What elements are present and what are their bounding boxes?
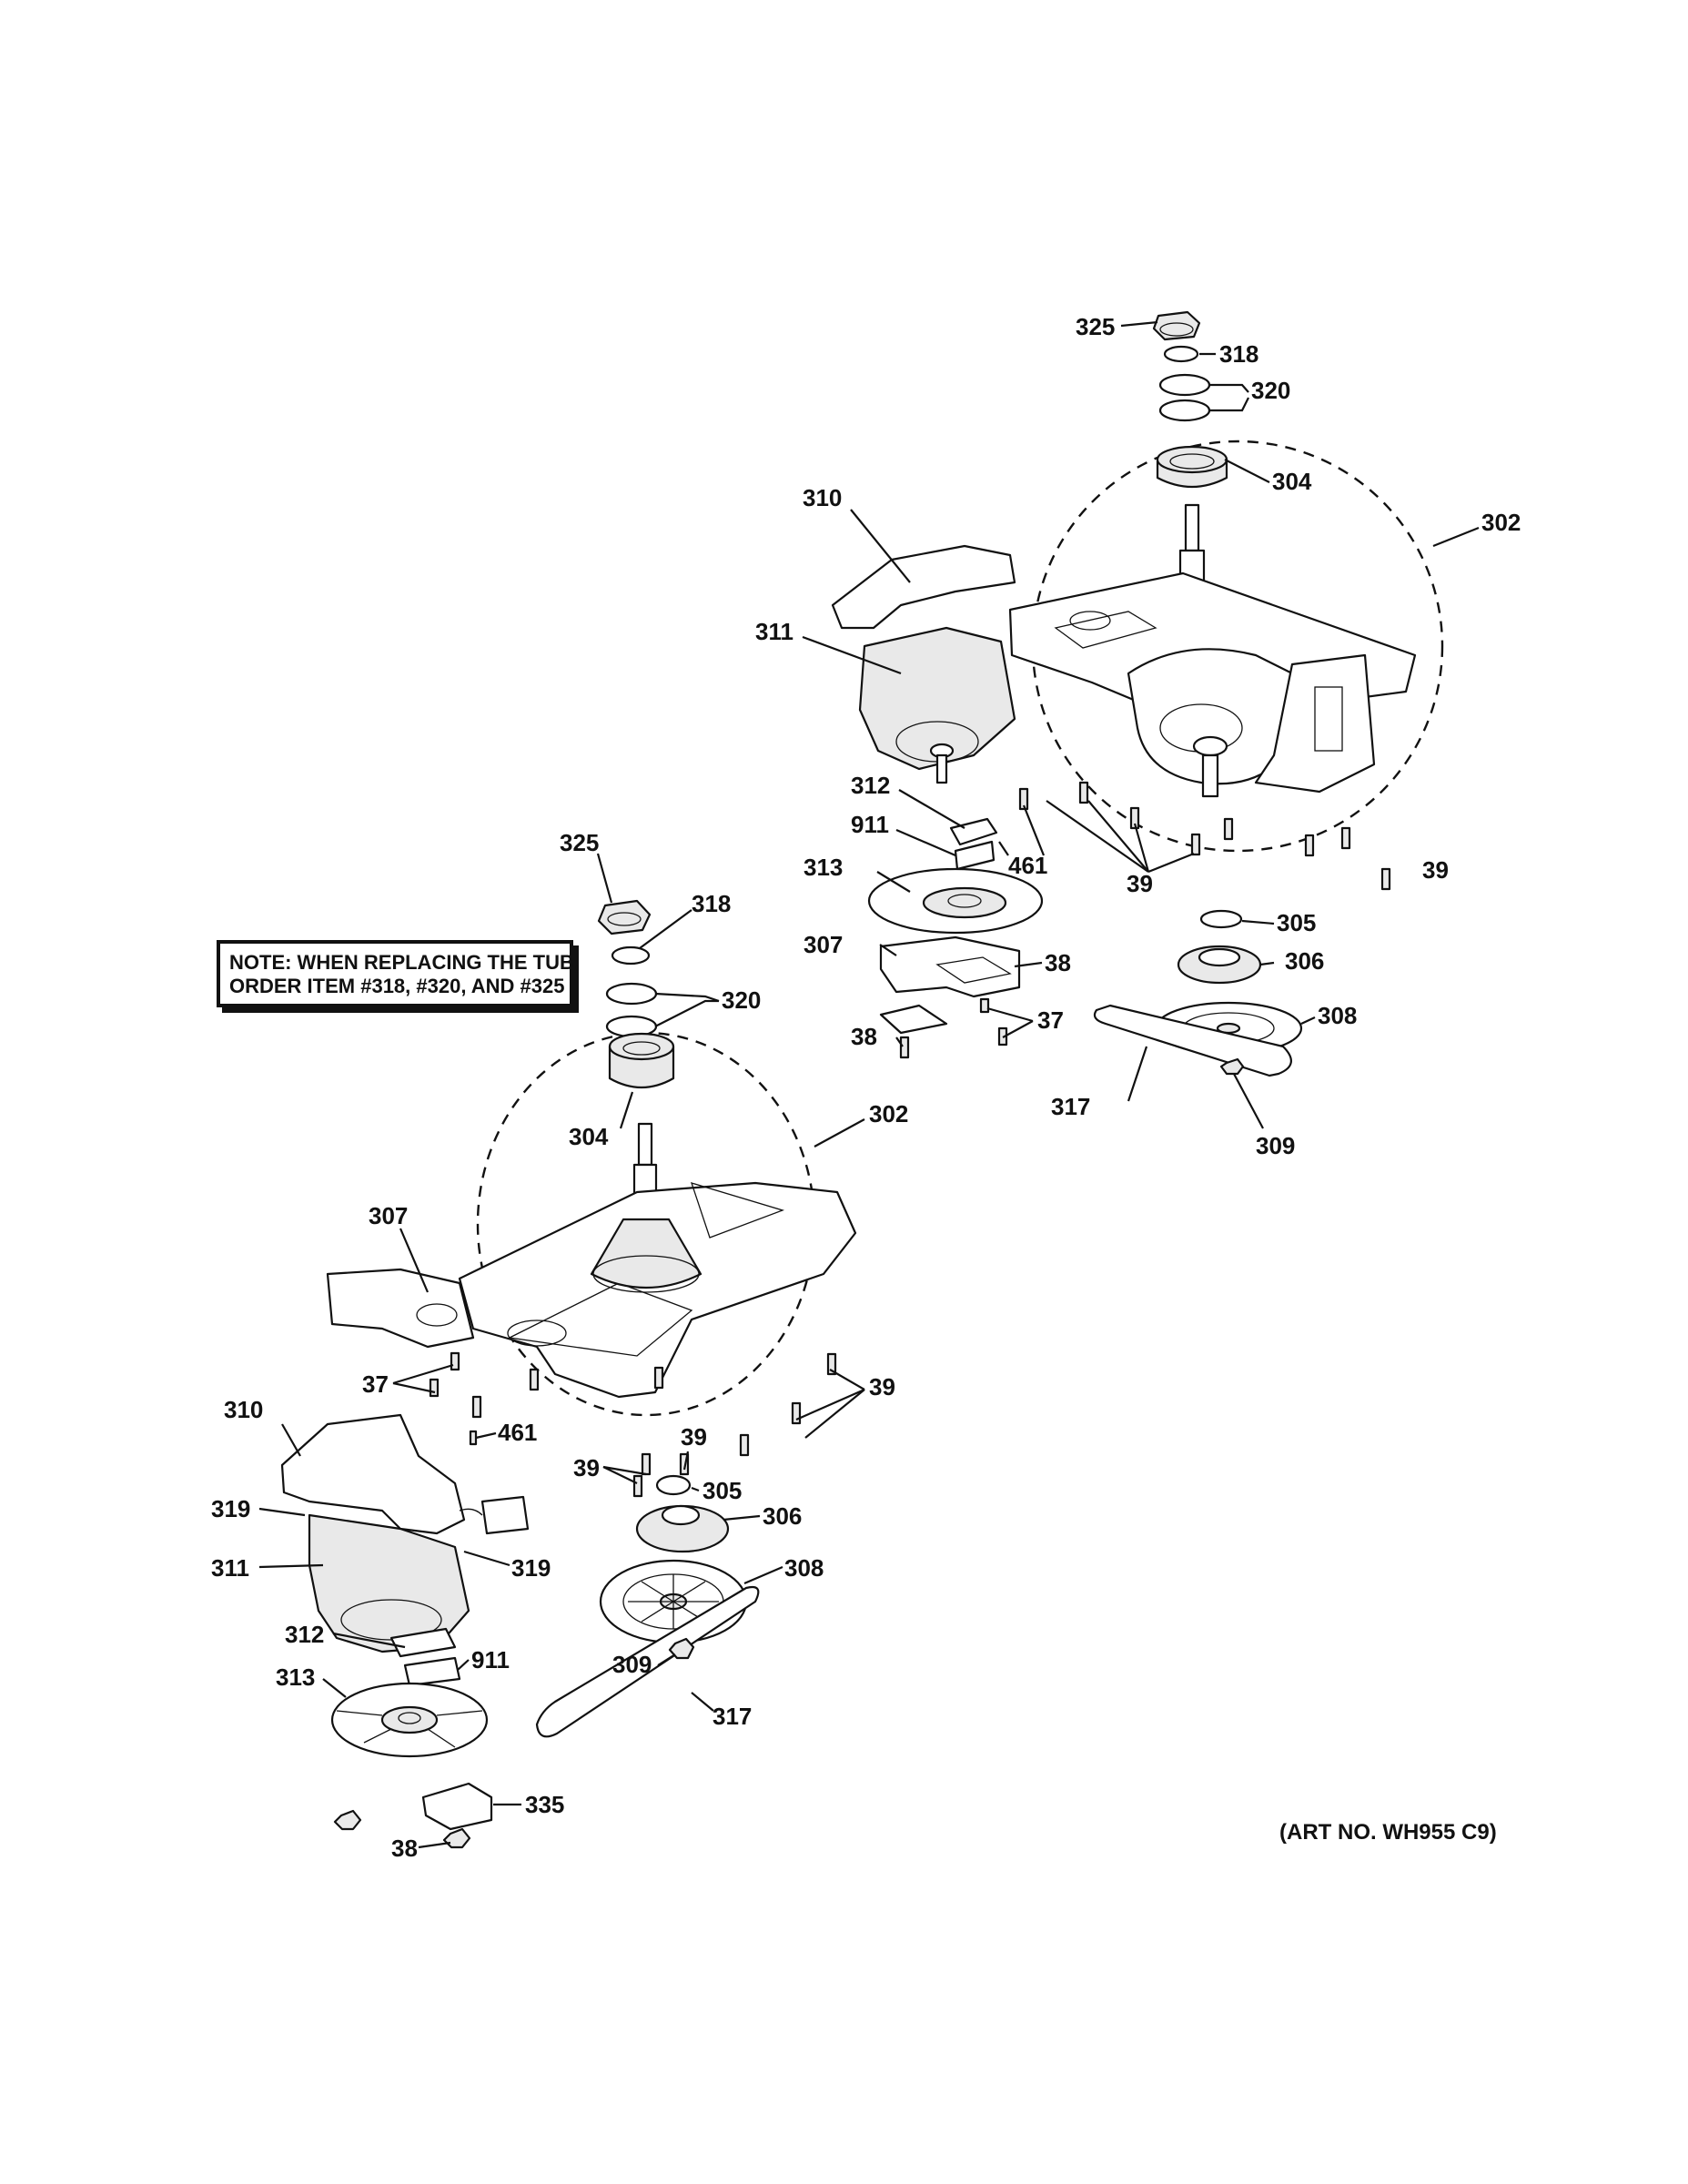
- washer-318-part: [1163, 345, 1199, 363]
- callout-bot-318: 318: [692, 890, 731, 917]
- callout-top-37: 37: [1037, 1006, 1064, 1034]
- callout-bot-38: 38: [391, 1835, 418, 1862]
- callout-top-318: 318: [1219, 340, 1258, 368]
- nut-38-lower-b-part: [442, 1827, 471, 1849]
- clip-911-part: [954, 840, 996, 871]
- callout-top-38a: 38: [1045, 949, 1071, 976]
- bearing-304-part: [1156, 445, 1228, 489]
- base-plate-lower-part: [458, 1181, 857, 1399]
- ring-320-upper-part: [1158, 373, 1211, 397]
- callout-bot-307: 307: [369, 1202, 408, 1229]
- washer-318-lower-part: [611, 945, 651, 966]
- callout-bot-39c: 39: [681, 1423, 707, 1451]
- drive-assembly-dashed-circle: [1031, 440, 1444, 853]
- upper-assembly: [831, 310, 1444, 1077]
- callout-top-320: 320: [1251, 377, 1290, 404]
- callout-bot-911: 911: [471, 1646, 510, 1673]
- callout-bot-37: 37: [362, 1370, 389, 1398]
- ring-305-lower-part: [655, 1474, 692, 1496]
- callout-bot-335: 335: [525, 1791, 564, 1818]
- motor-cover-310-lower-part: [280, 1413, 466, 1535]
- note-line-2: ORDER ITEM #318, #320, AND #325: [229, 975, 565, 997]
- callout-top-305: 305: [1277, 909, 1316, 936]
- callout-top-317: 317: [1051, 1093, 1090, 1120]
- callout-bot-310: 310: [224, 1396, 263, 1423]
- art-number-label: (ART NO. WH955 C9): [1279, 1820, 1497, 1845]
- ring-320-lower-a-part: [605, 982, 658, 1006]
- note-line-1: NOTE: WHEN REPLACING THE TUB,: [229, 951, 580, 974]
- callout-top-911: 911: [851, 811, 889, 838]
- motor-cover-310-part: [831, 544, 1016, 630]
- shaft-lower-part: [637, 1122, 653, 1167]
- motor-stator-311-part: [858, 626, 1016, 771]
- nut-38-lower-a-part: [333, 1809, 362, 1831]
- callout-bot-306: 306: [763, 1502, 802, 1530]
- belt-317-lower-part: [535, 1585, 760, 1738]
- nut-309-upper-part: [1219, 1057, 1245, 1076]
- belt-317-upper-part: [1093, 1004, 1292, 1077]
- nut-325-part: [1152, 310, 1201, 341]
- callout-bot-325: 325: [560, 829, 599, 856]
- callout-top-39b: 39: [1422, 856, 1449, 884]
- ring-320-lower-part: [1158, 399, 1211, 422]
- clutch-306-lower-part: [635, 1504, 730, 1553]
- nut-309-lower-part: [668, 1637, 695, 1660]
- callout-bot-308: 308: [784, 1554, 824, 1582]
- callout-bot-304: 304: [569, 1123, 609, 1150]
- callout-bot-312: 312: [285, 1621, 324, 1648]
- lower-assembly: [280, 899, 857, 1849]
- callout-top-309: 309: [1256, 1132, 1295, 1159]
- hub-lower-part: [590, 1218, 702, 1289]
- callout-bot-319a: 319: [211, 1495, 250, 1522]
- callout-bot-309: 309: [612, 1651, 652, 1678]
- plate-upper-part: [879, 1004, 948, 1035]
- bracket-307-part: [879, 935, 1021, 998]
- ring-305-upper-part: [1199, 909, 1243, 929]
- clutch-306-upper-part: [1177, 945, 1262, 985]
- callout-top-325: 325: [1076, 313, 1115, 340]
- callout-bot-311: 311: [211, 1554, 249, 1582]
- callout-bot-317: 317: [713, 1703, 752, 1730]
- callout-bot-461: 461: [498, 1419, 537, 1446]
- screws-upper-part: [899, 781, 1391, 1059]
- callout-bot-320: 320: [722, 986, 761, 1014]
- callout-top-38b: 38: [851, 1023, 877, 1050]
- callout-top-313: 313: [804, 854, 843, 881]
- callout-bot-319b: 319: [511, 1554, 551, 1582]
- clip-312-lower-part: [389, 1627, 457, 1658]
- callout-top-311: 311: [755, 618, 793, 645]
- callout-bot-313: 313: [276, 1663, 315, 1691]
- callout-bot-39a: 39: [869, 1373, 895, 1400]
- bearing-304-lower-part: [608, 1032, 675, 1088]
- clip-312-part: [949, 817, 998, 846]
- callout-top-39a: 39: [1127, 870, 1153, 897]
- replacement-note-box: NOTE: WHEN REPLACING THE TUB, ORDER ITEM…: [217, 940, 580, 1007]
- callout-top-312: 312: [851, 772, 890, 799]
- fan-313-part: [867, 867, 1044, 935]
- callout-top-306: 306: [1285, 947, 1324, 975]
- callout-bot-302: 302: [869, 1100, 908, 1127]
- screws-lower-part: [429, 1351, 837, 1498]
- callout-labels: 325 318 320 304 302 310 311 312 911 461 …: [211, 313, 1521, 1862]
- nut-325-lower-part: [597, 899, 652, 935]
- callout-top-308: 308: [1318, 1002, 1357, 1029]
- clip-911-lower-part: [403, 1656, 461, 1687]
- callout-top-302: 302: [1481, 509, 1521, 536]
- callout-top-461: 461: [1008, 852, 1047, 879]
- leader-lines: [258, 320, 1480, 1849]
- callout-top-307: 307: [804, 931, 843, 958]
- callout-top-310: 310: [803, 484, 842, 511]
- bracket-307-lower-part: [326, 1268, 475, 1349]
- plate-335-part: [421, 1782, 493, 1831]
- fan-313-lower-part: [330, 1682, 489, 1758]
- callout-top-304: 304: [1272, 468, 1312, 495]
- callout-bot-39b: 39: [573, 1454, 600, 1481]
- callout-bot-305: 305: [702, 1477, 742, 1504]
- connector-lower-part: [480, 1495, 530, 1535]
